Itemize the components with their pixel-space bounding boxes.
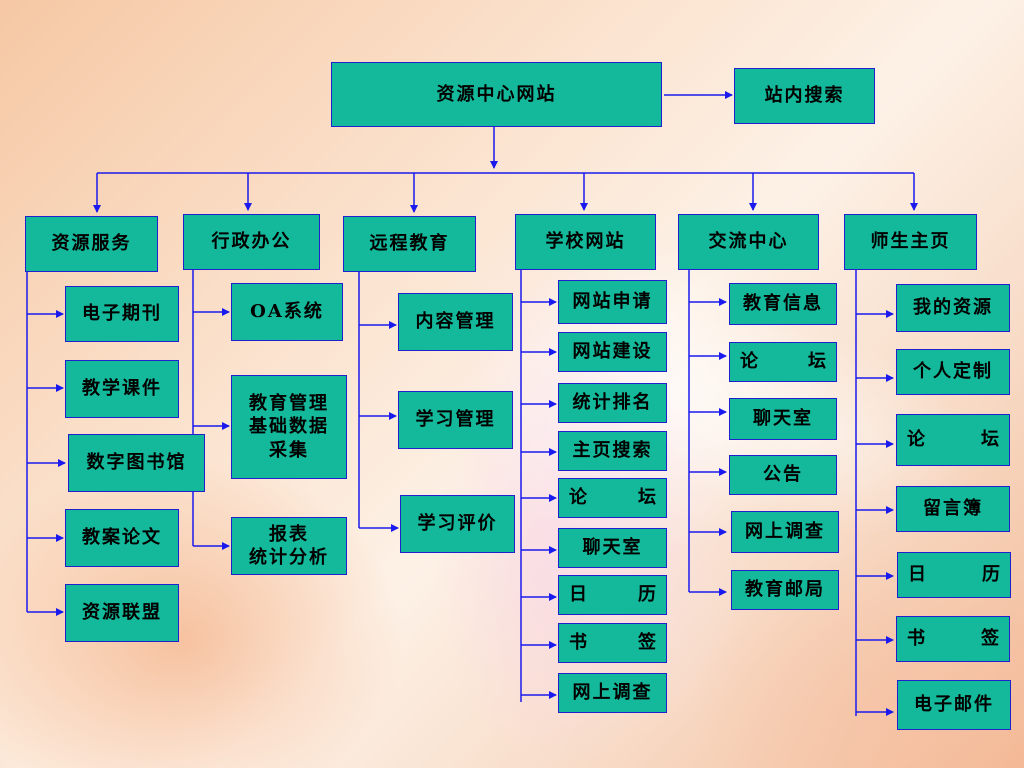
node-category-resource-service: 资源服务 xyxy=(25,216,158,272)
node-label: 教案论文 xyxy=(82,527,162,549)
node-label: 教育邮局 xyxy=(745,579,825,601)
node-label: 学校网站 xyxy=(545,231,626,253)
node-report-statistics: 报表 统计分析 xyxy=(231,517,347,575)
node-label: 签 xyxy=(981,628,999,650)
node-label: 报表 统计分析 xyxy=(249,523,329,568)
node-edu-post-office: 教育邮局 xyxy=(731,570,839,610)
node-label: 聊天室 xyxy=(582,537,643,559)
node-category-admin-office: 行政办公 xyxy=(183,214,320,270)
node-label: 资源中心网站 xyxy=(436,83,557,105)
node-label: 留言簿 xyxy=(923,498,983,520)
node-edu-data-collection: 教育管理 基础数据 采集 xyxy=(231,375,347,479)
node-category-exchange-center: 交流中心 xyxy=(678,214,819,270)
node-label: 教学课件 xyxy=(82,378,162,400)
node-e-journal: 电子期刊 xyxy=(65,286,179,342)
node-label: 资源服务 xyxy=(51,233,132,255)
node-calendar: 日历 xyxy=(558,575,667,615)
node-forum: 论坛 xyxy=(729,342,837,382)
node-label: 资源联盟 xyxy=(82,602,162,624)
node-my-resources: 我的资源 xyxy=(896,284,1010,332)
node-label: 个人定制 xyxy=(913,361,993,383)
node-resource-alliance: 资源联盟 xyxy=(65,584,179,642)
node-label: 交流中心 xyxy=(708,231,789,253)
node-bookmark: 书签 xyxy=(558,623,667,663)
node-forum: 论坛 xyxy=(896,414,1010,466)
node-root: 资源中心网站 xyxy=(331,62,662,127)
node-label: 行政办公 xyxy=(211,231,292,253)
node-label: 数字图书馆 xyxy=(86,452,187,474)
node-online-survey: 网上调查 xyxy=(731,511,839,553)
node-homepage-search: 主页搜索 xyxy=(558,431,667,471)
node-label: 学习评价 xyxy=(417,513,498,535)
node-label: 网上调查 xyxy=(572,682,653,704)
node-calendar: 日历 xyxy=(897,552,1011,598)
node-label: 师生主页 xyxy=(870,231,951,253)
node-label: OA系统 xyxy=(250,301,324,323)
node-label: 坛 xyxy=(638,487,656,509)
node-label: 书 xyxy=(907,628,925,650)
node-label: 统计排名 xyxy=(572,392,653,414)
node-label: 网站建设 xyxy=(572,341,653,363)
node-label: 电子期刊 xyxy=(82,303,162,325)
node-teaching-papers: 教案论文 xyxy=(65,509,179,567)
node-email: 电子邮件 xyxy=(897,680,1011,730)
node-bookmark: 书签 xyxy=(896,616,1010,662)
node-learning-management: 学习管理 xyxy=(398,391,513,449)
node-label: 签 xyxy=(638,632,656,654)
node-label: 坛 xyxy=(981,429,999,451)
node-label: 历 xyxy=(982,564,1000,586)
node-edu-info: 教育信息 xyxy=(729,283,837,325)
node-label: 电子邮件 xyxy=(914,694,994,716)
node-oa-system: OA系统 xyxy=(231,283,343,341)
node-label: 主页搜索 xyxy=(572,440,653,462)
node-label: 书 xyxy=(569,632,587,654)
node-category-homepage: 师生主页 xyxy=(844,214,977,270)
node-label: 日 xyxy=(569,584,587,606)
node-label: 学习管理 xyxy=(415,409,496,431)
node-label: 教育信息 xyxy=(743,293,823,315)
node-label: 公告 xyxy=(763,464,803,486)
node-label: 站内搜索 xyxy=(764,85,845,107)
node-personalization: 个人定制 xyxy=(896,349,1010,395)
node-label: 论 xyxy=(740,351,758,373)
node-label: 坛 xyxy=(808,351,826,373)
node-ranking: 统计排名 xyxy=(558,383,667,423)
node-label: 远程教育 xyxy=(369,233,450,255)
node-courseware: 教学课件 xyxy=(65,360,179,418)
node-label: 论 xyxy=(569,487,587,509)
node-online-survey: 网上调查 xyxy=(558,673,667,713)
node-announcement: 公告 xyxy=(729,455,837,495)
node-category-remote-education: 远程教育 xyxy=(343,216,476,272)
node-digital-library: 数字图书馆 xyxy=(68,434,205,492)
node-site-application: 网站申请 xyxy=(558,280,667,324)
node-label: 历 xyxy=(638,584,656,606)
node-category-school-website: 学校网站 xyxy=(515,214,656,270)
node-label: 论 xyxy=(907,429,925,451)
node-label: 教育管理 基础数据 采集 xyxy=(249,392,329,461)
node-label: 内容管理 xyxy=(415,311,496,333)
node-label: 网上调查 xyxy=(745,521,825,543)
node-chat-room: 聊天室 xyxy=(729,398,837,440)
node-learning-evaluation: 学习评价 xyxy=(400,495,515,553)
node-label: 日 xyxy=(908,564,926,586)
node-label: 聊天室 xyxy=(753,408,813,430)
node-forum: 论坛 xyxy=(558,478,667,518)
node-search: 站内搜索 xyxy=(734,68,875,124)
node-label: 我的资源 xyxy=(913,297,993,319)
node-content-management: 内容管理 xyxy=(398,293,513,351)
node-label: 网站申请 xyxy=(572,291,653,313)
node-chat-room: 聊天室 xyxy=(558,528,667,568)
node-guestbook: 留言簿 xyxy=(896,486,1010,532)
node-site-construction: 网站建设 xyxy=(558,332,667,372)
